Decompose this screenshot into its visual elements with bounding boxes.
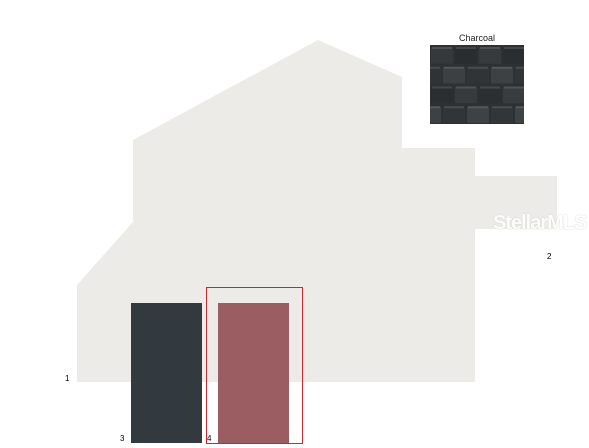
marker-label-4: 4	[207, 434, 212, 443]
charcoal-shingle-swatch[interactable]	[430, 45, 524, 124]
marker-label-3: 3	[120, 434, 125, 443]
swatch-title: Charcoal	[458, 33, 496, 43]
rose-color-block[interactable]	[218, 303, 289, 443]
marker-label-2: 2	[547, 252, 552, 261]
dark-color-block[interactable]	[131, 303, 202, 443]
watermark-text: StellarMLS	[493, 212, 587, 234]
marker-label-1: 1	[65, 374, 70, 383]
